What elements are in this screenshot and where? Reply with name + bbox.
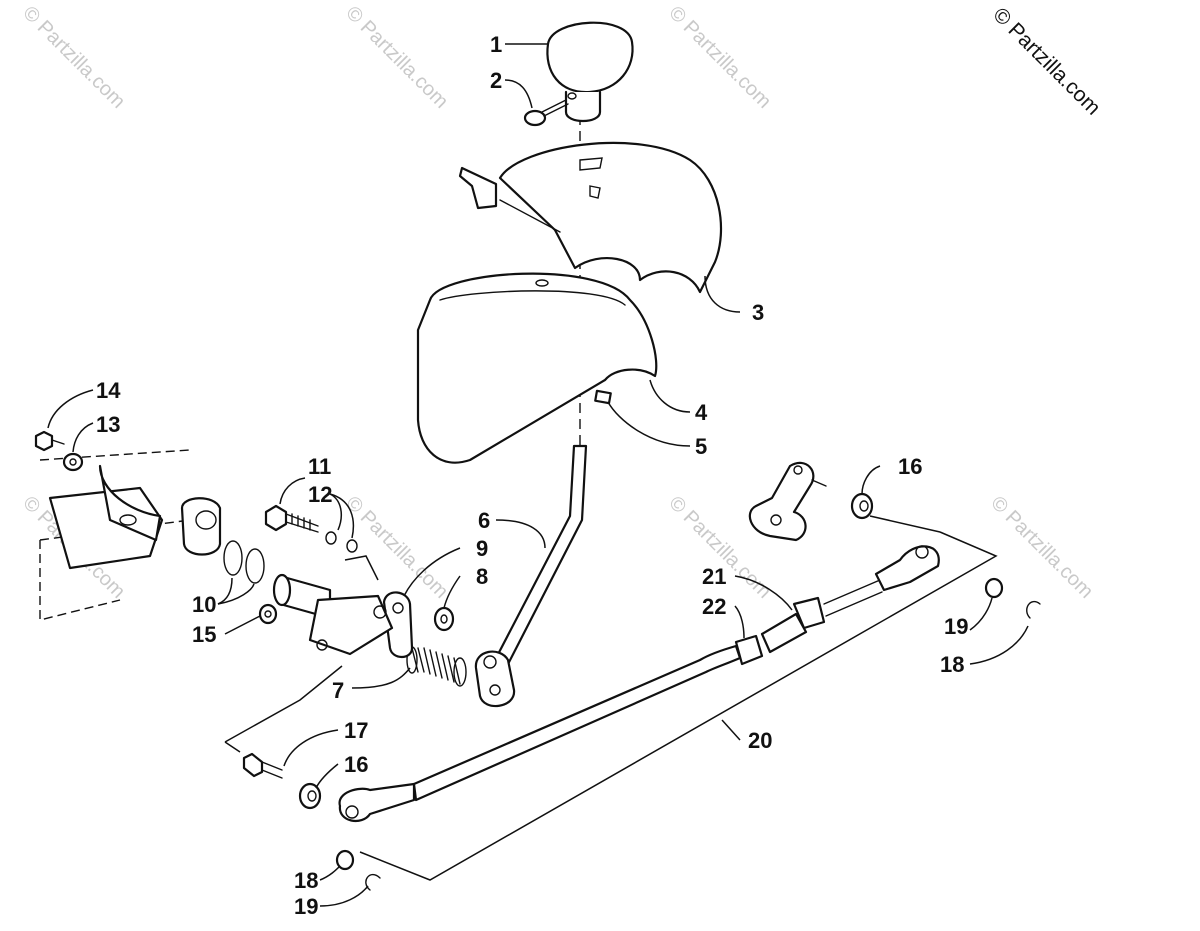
- callout-8: 8: [476, 564, 488, 589]
- washer-13: [62, 452, 84, 472]
- lower-cover: [416, 272, 658, 464]
- shift-arm: [748, 461, 827, 542]
- pivot-shaft: [272, 573, 394, 656]
- callout-5: 5: [695, 434, 707, 459]
- assembly-guide-lines-rod: [359, 515, 998, 881]
- watermark-faint-1: © Partzilla.com: [18, 2, 129, 113]
- shift-rod: [338, 545, 940, 823]
- o-rings: [223, 540, 265, 584]
- callout-15: 15: [192, 622, 216, 647]
- bolt-14: [34, 430, 65, 452]
- callout-9: 9: [476, 536, 488, 561]
- assembly-guide-lines-left: [224, 555, 379, 753]
- callout-19-right: 19: [944, 614, 968, 639]
- callout-6: 6: [478, 508, 490, 533]
- callout-4: 4: [695, 400, 708, 425]
- callout-17: 17: [344, 718, 368, 743]
- pivot-bolt-17: [242, 752, 283, 779]
- callout-1: 1: [490, 32, 502, 57]
- bolt-11: [264, 504, 319, 533]
- callout-labels: 1 2 3 4 5 6 7 8 9 10 11 12 13 14 15 16 1…: [96, 32, 968, 919]
- watermark-faint-3: © Partzilla.com: [664, 2, 775, 113]
- callout-10: 10: [192, 592, 216, 617]
- washer-15: [258, 603, 278, 625]
- callout-3: 3: [752, 300, 764, 325]
- frame-bracket: [39, 449, 222, 621]
- washer-19-right: [984, 577, 1004, 599]
- watermark-faint-2: © Partzilla.com: [341, 2, 452, 113]
- watermark-main: © Partzilla.com: [988, 3, 1104, 119]
- watermark-faint-7: © Partzilla.com: [986, 492, 1097, 603]
- callout-18-right: 18: [940, 652, 964, 677]
- callout-7: 7: [332, 678, 344, 703]
- shift-lever: [474, 444, 588, 708]
- knob-screw: [523, 99, 569, 127]
- upper-cover: [458, 141, 723, 294]
- callout-20: 20: [748, 728, 772, 753]
- callout-22: 22: [702, 594, 726, 619]
- bushing-16-lower: [298, 782, 322, 810]
- watermark-faint-5: © Partzilla.com: [341, 492, 452, 603]
- callout-16-upper: 16: [898, 454, 922, 479]
- callout-2: 2: [490, 68, 502, 93]
- callout-13: 13: [96, 412, 120, 437]
- washer-8: [433, 606, 455, 632]
- clip-18-right: [1026, 600, 1041, 619]
- callout-21: 21: [702, 564, 726, 589]
- callout-16-lower: 16: [344, 752, 368, 777]
- washers-12: [325, 531, 358, 553]
- callout-11: 11: [308, 454, 331, 479]
- washer-19-lower: [335, 849, 355, 871]
- clip-18-lower: [365, 873, 381, 891]
- callout-14: 14: [96, 378, 121, 403]
- leader-lines: [47, 43, 1029, 907]
- spring: [406, 646, 467, 687]
- callout-19-lower: 19: [294, 894, 318, 919]
- bracket-9: [382, 591, 414, 659]
- pin: [594, 389, 612, 405]
- shift-knob: [546, 21, 634, 123]
- callout-12: 12: [308, 482, 332, 507]
- callout-18-lower: 18: [294, 868, 318, 893]
- bushing-16-upper: [850, 492, 874, 520]
